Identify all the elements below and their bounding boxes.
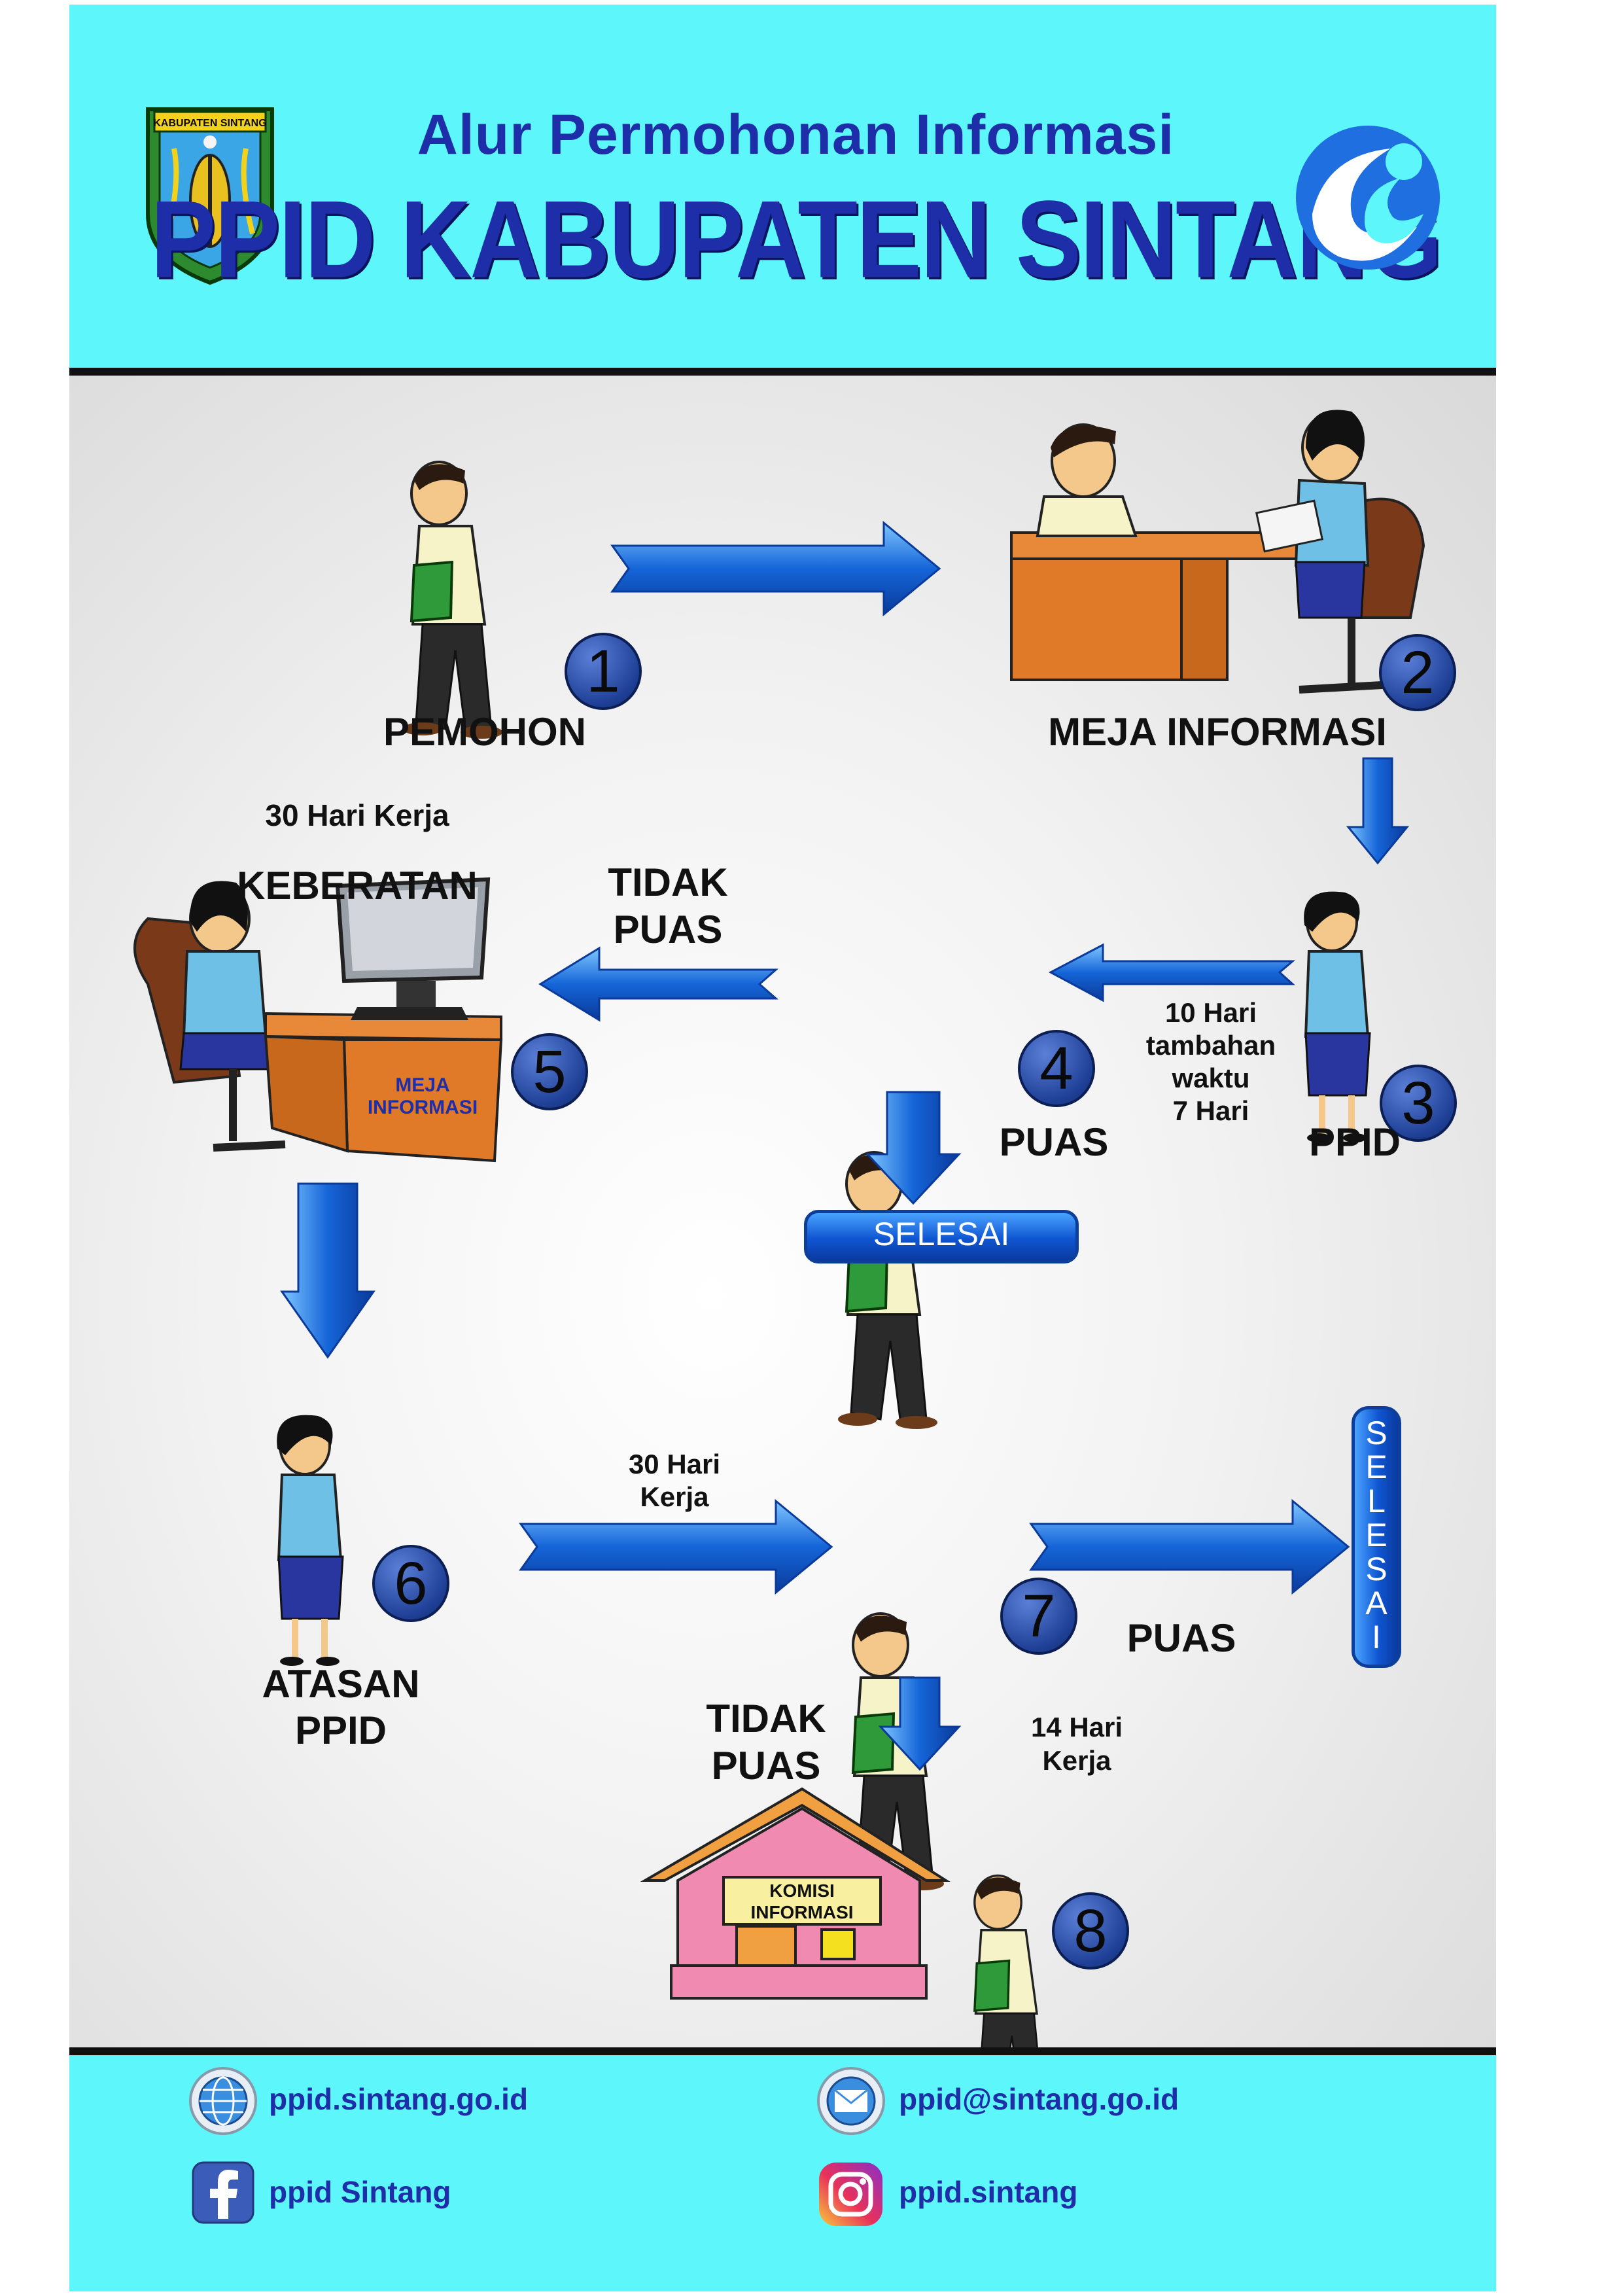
- globe-icon: [189, 2067, 257, 2135]
- step-badge-2: 2: [1379, 634, 1456, 711]
- komisi-sign-line1: KOMISI: [769, 1881, 835, 1901]
- arrow-4-to-selesai: [865, 1091, 962, 1205]
- note-ppid-time-1: 10 Hari: [1164, 997, 1257, 1028]
- meja-informasi-scene: [1010, 410, 1425, 694]
- footer-website[interactable]: ppid.sintang.go.id: [269, 2082, 529, 2116]
- step-badge-8: 8: [1052, 1892, 1129, 1969]
- label-keberatan: KEBERATAN: [237, 864, 478, 908]
- note-atasan-time-2: Kerja: [640, 1481, 709, 1512]
- footer-instagram[interactable]: ppid.sintang: [899, 2175, 1078, 2209]
- selesai-letter: S: [1365, 1415, 1387, 1451]
- footer: ppid.sintang.go.id ppid@sintang.go.id pp…: [69, 2055, 1496, 2291]
- step-badge-1: 1: [565, 633, 642, 710]
- header: KABUPATEN SINTANG Alur Permohonan Inform…: [69, 5, 1496, 368]
- selesai-letter: S: [1365, 1551, 1387, 1587]
- header-title: PPID KABUPATEN SINTANG: [150, 177, 1442, 301]
- flow-graphics: [133, 410, 1425, 2047]
- mail-icon: [817, 2067, 885, 2135]
- label-tidak-puas-2-line1: TIDAK: [706, 1697, 826, 1740]
- selesai-letter: E: [1365, 1517, 1387, 1553]
- instagram-icon: [819, 2163, 882, 2226]
- header-divider: [69, 368, 1496, 376]
- step-badge-3: 3: [1380, 1065, 1457, 1142]
- note-ppid-time-3: waktu: [1172, 1063, 1250, 1093]
- step-badge-6: 6: [372, 1545, 449, 1622]
- label-meja-informasi: MEJA INFORMASI: [1048, 710, 1387, 754]
- footer-email[interactable]: ppid@sintang.go.id: [899, 2082, 1179, 2116]
- label-puas-4: PUAS: [999, 1120, 1109, 1164]
- note-komisi-time-2: Kerja: [1042, 1745, 1111, 1776]
- note-ppid-time-4: 7 Hari: [1172, 1095, 1249, 1126]
- komisi-sign-line2: INFORMASI: [750, 1902, 854, 1922]
- emblem-icon: KABUPATEN SINTANG: [146, 107, 274, 285]
- svg-text:KABUPATEN SINTANG: KABUPATEN SINTANG: [153, 118, 266, 129]
- komisi-informasi-house: [640, 1787, 951, 2000]
- keberatan-desk-scene: [133, 877, 503, 1163]
- selesai-letter: A: [1365, 1585, 1387, 1621]
- flow-diagram: 1 2 3 4 5 6 7 8 PEMOHON MEJA INFORMASI P…: [69, 376, 1496, 2047]
- label-ppid: PPID: [1308, 1120, 1401, 1164]
- step-badge-4: 4: [1018, 1030, 1095, 1107]
- label-pemohon: PEMOHON: [383, 710, 587, 754]
- footer-divider: [69, 2047, 1496, 2055]
- selesai-letter: E: [1365, 1449, 1387, 1485]
- footer-facebook[interactable]: ppid Sintang: [269, 2175, 451, 2209]
- arrow-4-to-5: [538, 946, 778, 1022]
- label-atasan-line2: PPID: [294, 1708, 387, 1752]
- label-tidak-puas-2-line2: PUAS: [711, 1744, 821, 1788]
- note-keberatan-time: 30 Hari Kerja: [265, 798, 449, 832]
- arrow-2-to-3: [1346, 757, 1410, 865]
- facebook-icon: [192, 2161, 254, 2224]
- label-tidak-puas-1-line2: PUAS: [613, 908, 723, 951]
- selesai-letter: I: [1372, 1619, 1381, 1655]
- desk-sign-line2: INFORMASI: [367, 1097, 478, 1118]
- arrow-6-to-7: [519, 1498, 833, 1595]
- arrow-5-to-6: [280, 1182, 375, 1359]
- label-puas-7: PUAS: [1126, 1616, 1236, 1660]
- step-badge-5: 5: [511, 1033, 588, 1110]
- arrow-7-to-8: [878, 1676, 962, 1771]
- note-komisi-time-1: 14 Hari: [1030, 1712, 1123, 1742]
- selesai-horizontal: SELESAI: [804, 1210, 1079, 1263]
- label-atasan-line1: ATASAN: [262, 1662, 420, 1706]
- pemohon-komisi-figure: [966, 1874, 1053, 2047]
- note-atasan-time-1: 30 Hari: [628, 1449, 721, 1479]
- pemohon-figure: [402, 461, 504, 740]
- note-ppid-time-2: tambahan: [1145, 1030, 1276, 1061]
- selesai-vertical: S E L E S A I: [1352, 1406, 1401, 1668]
- arrow-7-to-selesai: [1029, 1498, 1350, 1595]
- poster: KABUPATEN SINTANG Alur Permohonan Inform…: [69, 5, 1496, 2291]
- desk-sign-line1: MEJA: [395, 1074, 450, 1096]
- header-subtitle: Alur Permohonan Informasi: [417, 103, 1175, 166]
- label-tidak-puas-1-line1: TIDAK: [608, 860, 728, 904]
- ppid-figure: [1304, 892, 1370, 1142]
- kominfo-logo-icon: [1296, 126, 1440, 270]
- arrow-3-to-4: [1048, 943, 1296, 1002]
- atasan-ppid-figure: [277, 1415, 343, 1666]
- selesai-letter: L: [1367, 1483, 1386, 1519]
- arrow-1-to-2: [610, 520, 941, 617]
- step-badge-7: 7: [1000, 1578, 1077, 1655]
